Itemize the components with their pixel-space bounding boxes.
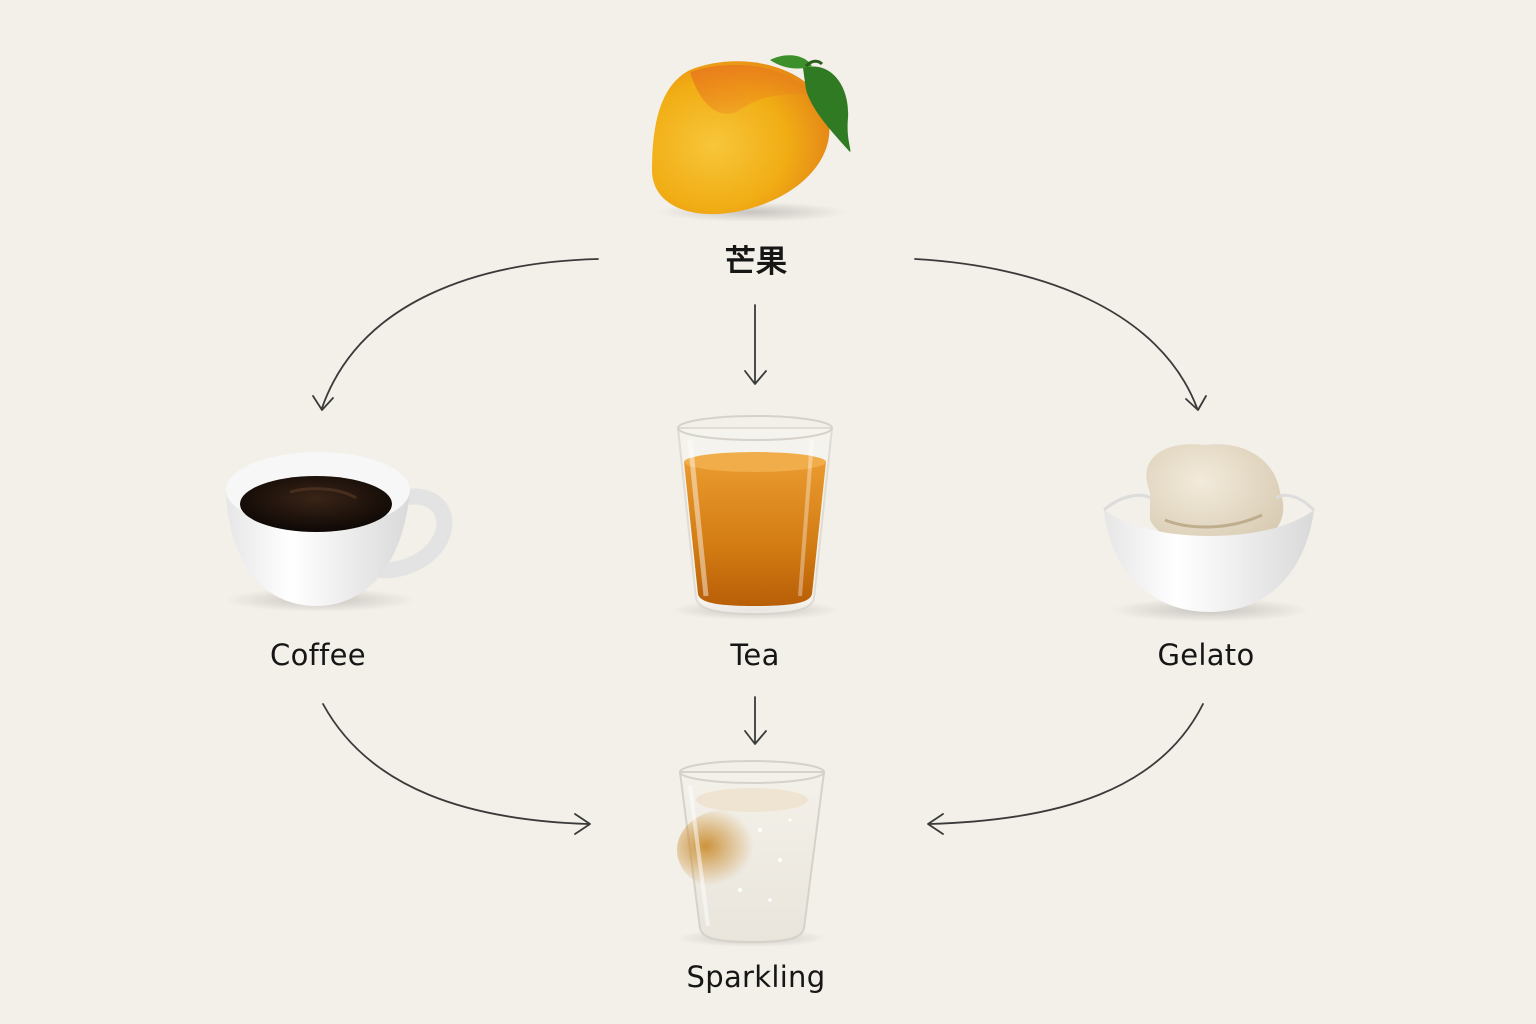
node-label-mango: 芒果 bbox=[724, 244, 788, 280]
node-label-gelato: Gelato bbox=[1157, 638, 1255, 672]
sparkling-glass-icon bbox=[677, 760, 827, 947]
node-label-sparkling: Sparkling bbox=[686, 960, 826, 994]
arrow-mango-to-gelato bbox=[914, 258, 1207, 411]
node-label-coffee: Coffee bbox=[270, 638, 366, 672]
gelato-bowl-icon bbox=[1103, 444, 1316, 622]
arrow-gelato-to-sparkling bbox=[927, 703, 1204, 835]
arrow-coffee-to-sparkling bbox=[322, 703, 591, 835]
node-label-tea: Tea bbox=[730, 638, 780, 672]
arrow-tea-to-sparkling bbox=[744, 696, 767, 745]
arrow-mango-to-tea bbox=[744, 304, 767, 385]
arrow-mango-to-coffee bbox=[312, 258, 599, 411]
coffee-cup-icon bbox=[225, 452, 453, 612]
mango-icon bbox=[652, 55, 851, 222]
tea-glass-icon bbox=[670, 415, 840, 620]
